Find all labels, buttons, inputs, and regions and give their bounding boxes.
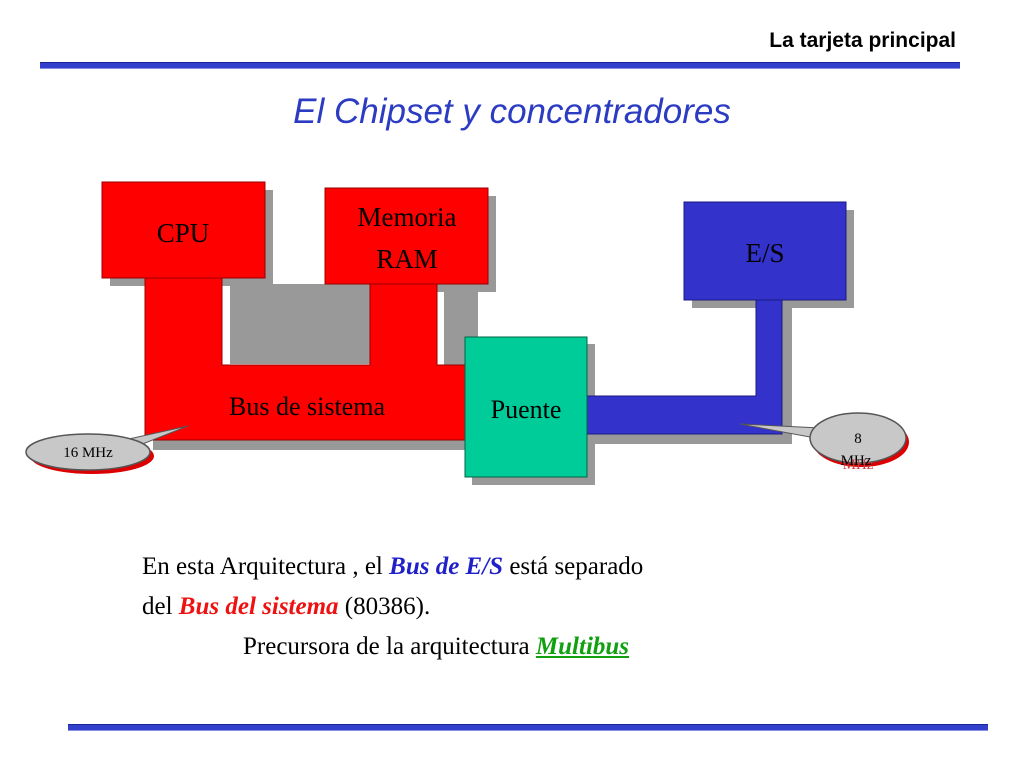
io-bus-highlight: Bus de E/S [389, 553, 504, 580]
callout-right: 8 MHz MHz [739, 412, 909, 473]
io-box [683, 201, 847, 301]
description-line2: del Bus del sistema (80386). [142, 593, 430, 621]
system-bus-highlight: Bus del sistema [178, 593, 339, 620]
callout-right-text-line2: MHz [841, 453, 872, 469]
bridge-box [464, 336, 588, 478]
callout-right-text-overflow: MHz [843, 457, 874, 473]
description-line1: En esta Arquitectura , el Bus de E/S est… [142, 553, 643, 581]
ram-label-line2: RAM [376, 244, 438, 274]
callout-right-bubble [809, 412, 907, 464]
cpu-label: CPU [157, 218, 210, 248]
description-line3: Precursora de la arquitectura Multibus [243, 633, 629, 661]
description-line1-suffix: está separado [503, 553, 644, 580]
callout-left-text: 16 MHz [63, 445, 113, 461]
callout-left: 16 MHz [25, 425, 189, 474]
description-line2-prefix: del [142, 593, 179, 620]
callout-right-text-line1: 8 [854, 431, 862, 447]
system-bus-bottom-shadow [153, 440, 475, 450]
bottom-divider [68, 724, 988, 731]
bus-gap-shadow [230, 284, 370, 364]
io-label: E/S [745, 238, 784, 268]
description-line2-suffix: (80386). [338, 593, 431, 620]
description-line3-prefix: Precursora de la arquitectura [243, 633, 536, 660]
io-bus [585, 297, 783, 435]
cpu-box [101, 181, 266, 279]
header-title: La tarjeta principal [769, 29, 956, 52]
io-bus-bottom-shadow [594, 434, 792, 444]
description-line1-prefix: En esta Arquitectura , el [142, 553, 390, 580]
slide-title: El Chipset y concentradores [293, 92, 731, 131]
multibus-highlight: Multibus [535, 633, 630, 660]
system-bus-label: Bus de sistema [229, 392, 385, 421]
callout-left-bubble [25, 433, 151, 471]
ram-box [324, 187, 489, 285]
ram-label-line1: Memoria [358, 202, 457, 232]
bridge-label: Puente [491, 395, 562, 424]
top-divider [40, 62, 960, 69]
